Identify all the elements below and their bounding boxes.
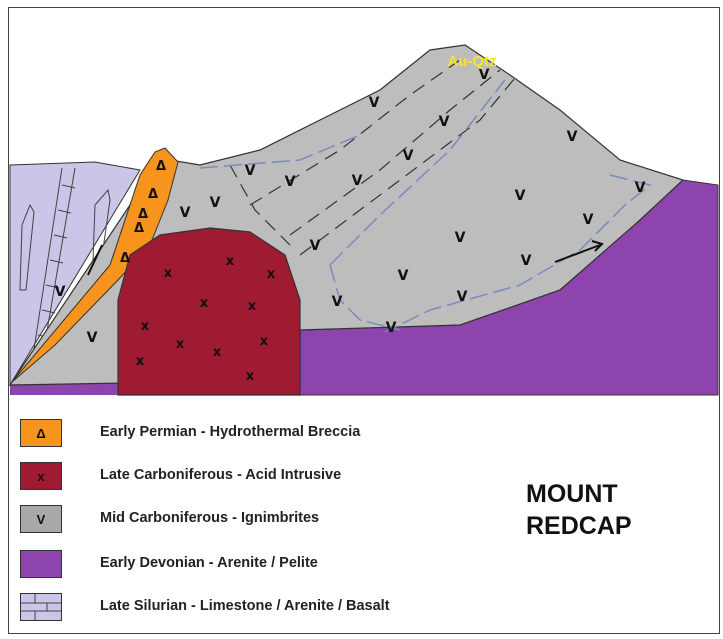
svg-text:x: x	[260, 334, 269, 349]
diagram-title: MOUNT REDCAP	[526, 478, 632, 542]
svg-text:x: x	[246, 369, 255, 384]
svg-text:V: V	[455, 230, 466, 246]
svg-text:V: V	[332, 294, 343, 310]
svg-text:x: x	[226, 254, 235, 269]
svg-text:x: x	[248, 299, 257, 314]
svg-text:x: x	[267, 267, 276, 282]
svg-text:V: V	[352, 173, 363, 189]
title-line-2: REDCAP	[526, 510, 632, 542]
svg-text:V: V	[87, 330, 98, 346]
triangle-symbol: Δ	[20, 419, 62, 447]
svg-text:V: V	[210, 195, 221, 211]
svg-text:x: x	[213, 345, 222, 360]
legend-label: Late Silurian - Limestone / Arenite / Ba…	[100, 598, 390, 614]
svg-text:Δ: Δ	[120, 251, 130, 266]
cross-symbol: x	[20, 462, 62, 490]
svg-text:x: x	[136, 354, 145, 369]
svg-text:V: V	[398, 268, 409, 284]
legend-label: Early Permian - Hydrothermal Breccia	[100, 424, 360, 440]
svg-text:x: x	[200, 296, 209, 311]
limestone-pattern	[20, 593, 62, 621]
legend-label: Early Devonian - Arenite / Pelite	[100, 555, 318, 571]
svg-text:V: V	[310, 238, 321, 254]
svg-text:V: V	[245, 163, 256, 179]
svg-text:V: V	[521, 253, 532, 269]
legend-label: Late Carboniferous - Acid Intrusive	[100, 467, 341, 483]
title-line-1: MOUNT	[526, 478, 632, 510]
svg-text:Δ: Δ	[138, 207, 148, 222]
svg-text:V: V	[369, 95, 380, 111]
svg-text:V: V	[55, 284, 66, 300]
svg-text:V: V	[403, 148, 414, 164]
au-qtz-annotation: Au-Qtz	[447, 53, 496, 70]
svg-text:x: x	[141, 319, 150, 334]
v-symbol: V	[20, 505, 62, 533]
legend-label: Mid Carboniferous - Ignimbrites	[100, 510, 319, 526]
svg-text:Δ: Δ	[148, 187, 158, 202]
svg-text:V: V	[439, 114, 450, 130]
svg-text:x: x	[176, 337, 185, 352]
intrusive-unit	[118, 228, 300, 395]
svg-text:V: V	[515, 188, 526, 204]
svg-text:V: V	[457, 289, 468, 305]
svg-text:V: V	[180, 205, 191, 221]
svg-text:V: V	[386, 320, 397, 336]
svg-text:x: x	[164, 266, 173, 281]
svg-text:V: V	[635, 180, 646, 196]
plain-fill	[20, 550, 62, 578]
svg-text:Δ: Δ	[156, 159, 166, 174]
svg-text:Δ: Δ	[134, 221, 144, 236]
svg-text:V: V	[285, 174, 296, 190]
svg-text:V: V	[583, 212, 594, 228]
limestone-swatch-icon	[21, 594, 61, 620]
svg-text:V: V	[567, 129, 578, 145]
